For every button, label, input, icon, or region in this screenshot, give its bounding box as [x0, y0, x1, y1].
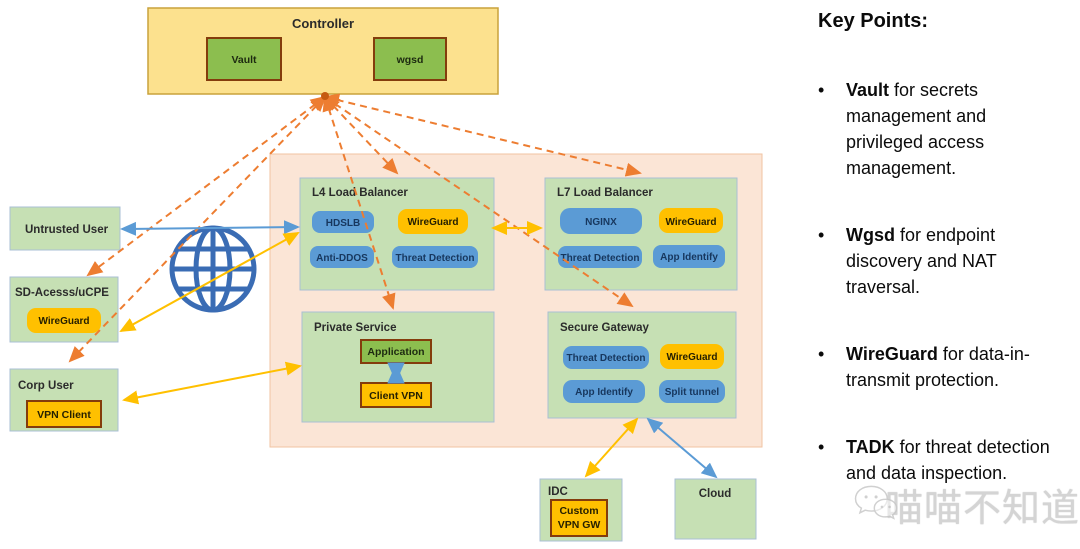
bullet-icon: • — [818, 344, 825, 364]
client-vpn-label: Client VPN — [369, 390, 423, 402]
nginx-pill-label: NGINX — [585, 217, 617, 228]
key-point-keyword: Wgsd — [846, 225, 895, 245]
arrow-secure-gateway-to-idc — [584, 417, 639, 478]
arrow-untrusted-to-l4 — [120, 220, 300, 236]
untrusted-user-label: Untrusted User — [25, 224, 109, 236]
wireguard-pill-label: WireGuard — [665, 217, 716, 228]
custom-vpn-gw-box — [550, 499, 608, 537]
threat-detection-pill-label: Threat Detection — [561, 253, 640, 264]
key-point-tadk: • TADK for threat detection and data ins… — [818, 434, 1066, 486]
key-point-keyword: TADK — [846, 437, 895, 457]
private-service-box: Private Service Application Client VPN — [301, 311, 495, 423]
arrow-corp-user-to-private-service — [122, 361, 302, 405]
private-service-title: Private Service — [314, 322, 396, 334]
wireguard-pill — [660, 344, 724, 369]
cloud-label: Cloud — [699, 488, 732, 500]
bullet-icon: • — [818, 80, 825, 100]
key-point-rest: for endpoint discovery and NAT traversal… — [846, 225, 997, 297]
wgsd-box — [373, 37, 447, 81]
idc-label: IDC — [548, 486, 568, 498]
sd-access-ucpe-label: SD-Acesss/uCPE — [15, 287, 109, 299]
l4-load-balancer-box: L4 Load Balancer HDSLB WireGuard Anti-DD… — [299, 177, 495, 291]
threat-detection-pill — [563, 346, 649, 369]
key-point-text: Vault for secrets management and privile… — [846, 77, 1066, 181]
sd-access-ucpe-box: SD-Acesss/uCPE WireGuard — [9, 276, 119, 343]
cloud-box: Cloud — [674, 478, 757, 540]
key-point-rest: for threat detection and data inspection… — [846, 437, 1050, 483]
untrusted-user-box: Untrusted User — [9, 206, 121, 251]
key-points-title: Key Points: — [818, 10, 1066, 33]
vault-box — [206, 37, 282, 81]
arrow-secure-gateway-to-cloud — [646, 417, 718, 479]
key-points-title-colon: : — [921, 10, 929, 32]
wireguard-pill-label: WireGuard — [407, 217, 458, 228]
secure-gateway-box: Secure Gateway Threat Detection WireGuar… — [547, 311, 737, 419]
wgsd-label: wgsd — [396, 54, 424, 66]
key-points-title-text: Key Points — [818, 10, 922, 32]
l4-title: L4 Load Balancer — [312, 187, 408, 199]
controller-label: Controller — [292, 16, 354, 31]
internet-globe-icon — [169, 225, 257, 313]
application-label: Application — [367, 346, 424, 358]
vpn-client-label: VPN Client — [37, 409, 91, 421]
hdslb-pill-label: HDSLB — [326, 218, 360, 229]
app-identify-pill — [653, 245, 725, 268]
key-point-text: WireGuard for data-in-transmit protectio… — [846, 341, 1066, 393]
key-point-rest: for secrets management and privileged ac… — [846, 80, 987, 178]
key-point-wireguard: • WireGuard for data-in-transmit protect… — [818, 341, 1066, 393]
corp-user-label: Corp User — [18, 380, 74, 392]
client-vpn-box — [360, 382, 432, 408]
split-tunnel-pill-label: Split tunnel — [665, 387, 720, 398]
custom-vpn-gw-label-line2: VPN GW — [558, 519, 601, 531]
custom-vpn-gw-label-line1: Custom — [559, 505, 598, 517]
arrow-sd-access-to-l4 — [119, 232, 300, 332]
split-tunnel-pill — [659, 380, 725, 403]
key-points-panel: Key Points: • Vault for secrets manageme… — [818, 10, 1066, 527]
vault-label: Vault — [231, 54, 257, 66]
corp-user-box: Corp User VPN Client — [9, 368, 119, 432]
data-plane-arrows — [119, 220, 718, 479]
key-point-text: TADK for threat detection and data inspe… — [846, 434, 1066, 486]
bullet-icon: • — [818, 437, 825, 457]
network-architecture-diagram: Controller Vault wgsd Untrusted User SD-… — [9, 7, 763, 542]
controller-box: Controller Vault wgsd — [147, 7, 499, 95]
threat-detection-pill-label: Threat Detection — [567, 353, 646, 364]
app-identify-pill-label: App Identify — [575, 387, 633, 398]
control-plane-arrows — [68, 93, 642, 363]
l7-load-balancer-box: L7 Load Balancer NGINX WireGuard Threat … — [544, 177, 738, 291]
l7-title: L7 Load Balancer — [557, 187, 653, 199]
key-point-wgsd: • Wgsd for endpoint discovery and NAT tr… — [818, 222, 1066, 300]
arrow-controller-to-l7 — [323, 93, 642, 177]
controller-arrow-hub — [321, 92, 329, 100]
key-point-keyword: Vault — [846, 80, 890, 100]
bullet-icon: • — [818, 225, 825, 245]
secure-gateway-title: Secure Gateway — [560, 322, 649, 334]
key-point-text: Wgsd for endpoint discovery and NAT trav… — [846, 222, 1066, 300]
key-point-vault: • Vault for secrets management and privi… — [818, 77, 1066, 181]
vpn-client-box — [26, 400, 102, 428]
key-point-rest: for data-in-transmit protection. — [846, 344, 1030, 390]
wireguard-pill-label: WireGuard — [38, 316, 89, 327]
key-point-keyword: WireGuard — [846, 344, 938, 364]
wireguard-pill-label: WireGuard — [666, 352, 717, 363]
idc-box: IDC Custom VPN GW — [539, 478, 623, 542]
app-identify-pill-label: App Identify — [660, 252, 718, 263]
wireguard-pill — [659, 208, 723, 233]
app-identify-pill — [563, 380, 645, 403]
threat-detection-pill-label: Threat Detection — [396, 253, 475, 264]
anti-ddos-pill-label: Anti-DDOS — [316, 253, 368, 264]
